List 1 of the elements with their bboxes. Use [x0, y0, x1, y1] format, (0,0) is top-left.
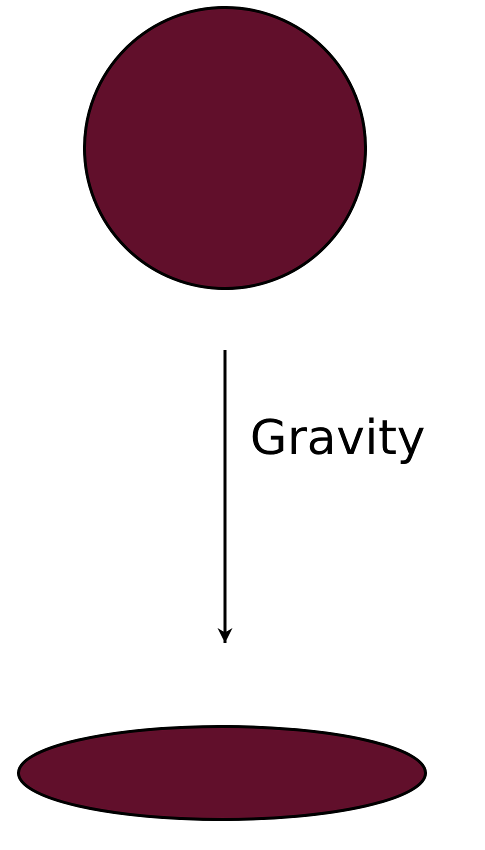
- arrow: [218, 350, 232, 643]
